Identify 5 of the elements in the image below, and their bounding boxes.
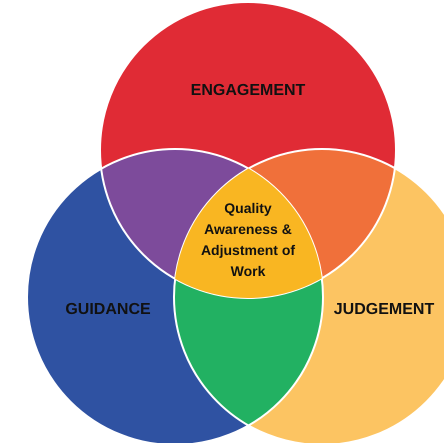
- region-label: GUIDANCE: [64, 300, 152, 320]
- region-label: JUDGEMENT: [332, 300, 436, 320]
- region-label: ENGAGEMENT: [190, 81, 306, 101]
- overlap-region: [174, 278, 323, 426]
- region-label: Quality Awareness & Adjustment of Work: [200, 199, 296, 281]
